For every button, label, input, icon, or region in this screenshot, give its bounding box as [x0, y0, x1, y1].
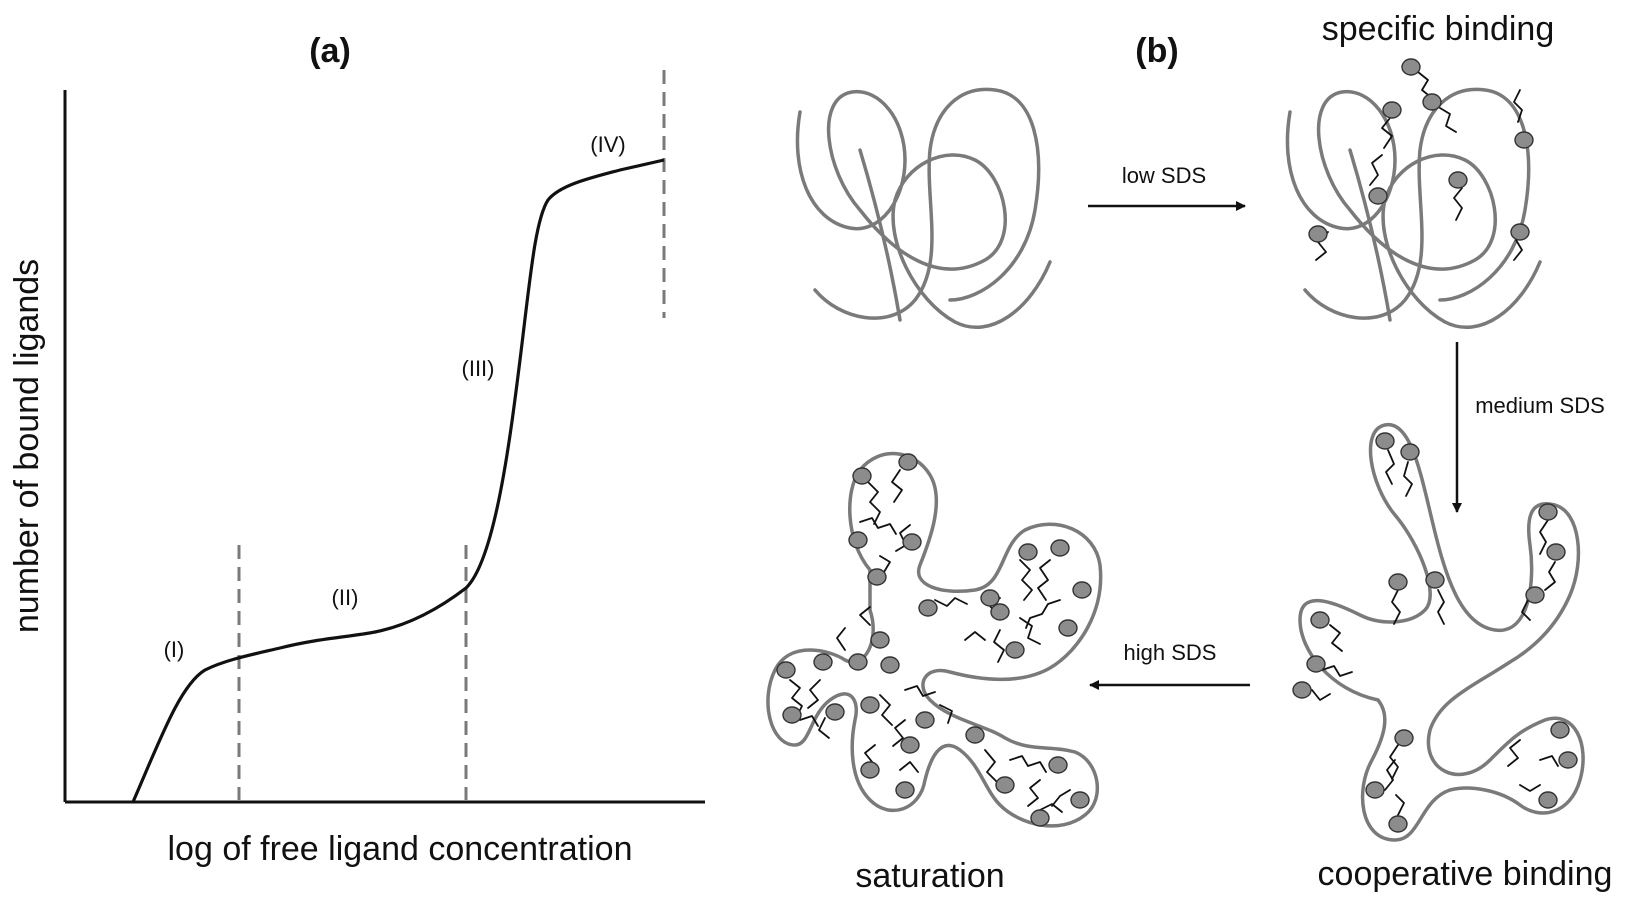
bound-surfactant	[776, 453, 1092, 827]
low-sds-label: low SDS	[1122, 163, 1206, 188]
bound-surfactant	[1308, 58, 1534, 261]
panel-b-label: (b)	[1135, 32, 1178, 70]
panel-a: (a) number of bound ligands log of free …	[8, 32, 705, 868]
cooperative-binding-complex	[1292, 423, 1585, 842]
region-label-i: (I)	[164, 637, 185, 662]
specific-binding-complex	[1285, 58, 1542, 329]
x-axis-label: log of free ligand concentration	[168, 830, 633, 868]
region-label-iii: (III)	[462, 356, 495, 381]
specific-binding-label: specific binding	[1322, 10, 1554, 48]
medium-sds-label: medium SDS	[1475, 393, 1605, 418]
cooperative-binding-label: cooperative binding	[1318, 855, 1613, 893]
saturation-complex	[766, 452, 1103, 828]
region-label-ii: (II)	[332, 585, 359, 610]
bound-surfactant	[1292, 432, 1578, 833]
native-protein-chain	[795, 87, 1052, 329]
high-sds-label: high SDS	[1124, 640, 1217, 665]
binding-isotherm-curve	[131, 158, 665, 803]
saturation-label: saturation	[855, 857, 1004, 895]
region-label-iv: (IV)	[590, 132, 625, 157]
panel-b: (b) low SDS specific binding	[766, 10, 1613, 895]
panel-a-label: (a)	[309, 32, 351, 70]
y-axis-label: number of bound ligands	[8, 259, 46, 633]
